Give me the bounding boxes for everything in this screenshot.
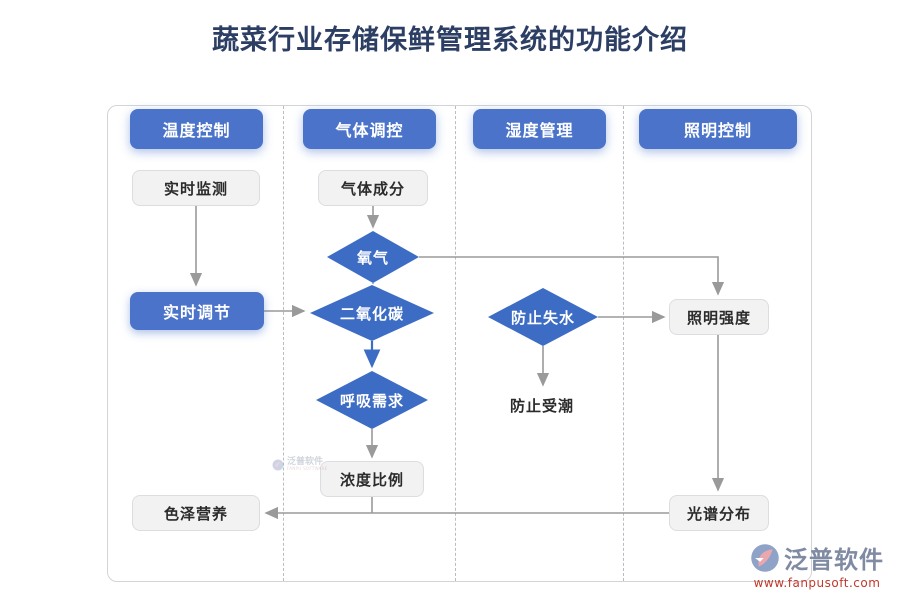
brand-logo: 泛普软件 www.fanpusoft.com <box>750 540 884 590</box>
column-header-label: 湿度管理 <box>505 121 574 140</box>
node-concentration-ratio[interactable]: 浓度比例 <box>320 461 424 497</box>
node-label: 呼吸需求 <box>339 391 404 410</box>
brand-logo-label: 泛普软件 <box>784 546 884 574</box>
page-title: 蔬菜行业存储保鲜管理系统的功能介绍 <box>212 25 688 56</box>
column-header-lighting[interactable]: 照明控制 <box>639 109 797 149</box>
node-label: 实时监测 <box>163 179 228 198</box>
node-label: 色泽营养 <box>163 504 228 523</box>
node-spectrum-distribution[interactable]: 光谱分布 <box>669 495 769 531</box>
node-label: 防止受潮 <box>509 396 574 415</box>
node-label: 防止失水 <box>510 308 575 327</box>
node-oxygen[interactable]: 氧气 <box>327 231 419 283</box>
brand-logo-url: www.fanpusoft.com <box>753 576 881 590</box>
column-header-temperature[interactable]: 温度控制 <box>130 109 263 149</box>
node-realtime-monitor[interactable]: 实时监测 <box>132 170 260 206</box>
column-header-label: 气体调控 <box>335 121 404 140</box>
column-header-label: 温度控制 <box>162 121 231 140</box>
column-header-gas[interactable]: 气体调控 <box>303 109 436 149</box>
node-label: 实时调节 <box>162 303 231 322</box>
watermark-small: 泛普软件 FANPU SOFTWARE <box>272 458 328 471</box>
node-label: 照明强度 <box>686 308 751 327</box>
node-color-nutrition[interactable]: 色泽营养 <box>132 495 260 531</box>
column-header-humidity[interactable]: 湿度管理 <box>473 109 606 149</box>
node-label: 二氧化碳 <box>339 304 404 323</box>
node-prevent-damp[interactable]: 防止受潮 <box>492 391 592 419</box>
column-divider-3 <box>623 106 624 581</box>
node-gas-composition[interactable]: 气体成分 <box>318 170 428 206</box>
node-carbon-dioxide[interactable]: 二氧化碳 <box>310 285 434 341</box>
node-prevent-water-loss[interactable]: 防止失水 <box>488 288 598 346</box>
fanpu-mark-icon <box>272 459 284 470</box>
node-realtime-adjust[interactable]: 实时调节 <box>130 292 264 330</box>
column-divider-1 <box>283 106 284 581</box>
node-respiration-need[interactable]: 呼吸需求 <box>316 371 428 429</box>
column-header-label: 照明控制 <box>683 121 752 140</box>
watermark-sublabel: FANPU SOFTWARE <box>287 466 328 471</box>
watermark-label: 泛普软件 <box>287 457 324 467</box>
node-label: 光谱分布 <box>686 504 751 523</box>
node-label: 气体成分 <box>340 179 405 198</box>
node-label: 浓度比例 <box>339 470 404 489</box>
node-label: 氧气 <box>356 248 389 267</box>
column-divider-2 <box>455 106 456 581</box>
node-lighting-intensity[interactable]: 照明强度 <box>669 299 769 335</box>
fanpu-logo-icon <box>751 543 779 572</box>
